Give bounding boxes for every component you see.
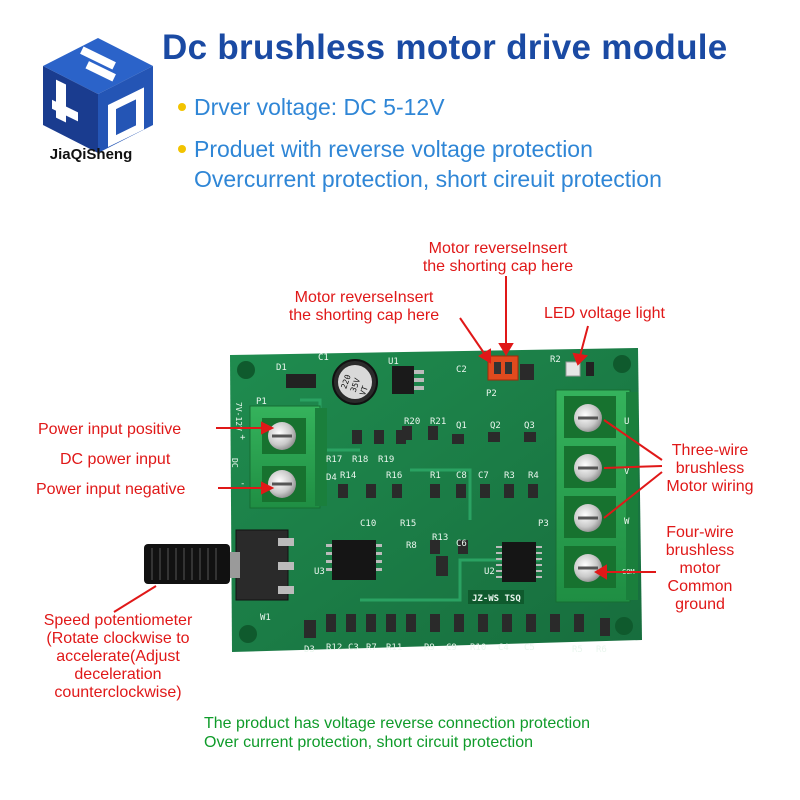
speed-potentiometer <box>144 529 294 601</box>
callout-motor-reverse-left: Motor reverseInsert the shorting cap her… <box>288 289 440 324</box>
svg-text:-: - <box>240 479 245 489</box>
svg-text:W: W <box>624 517 630 527</box>
callout-speed-potentiometer: Speed potentiometer (Rotate clockwise to… <box>43 612 193 701</box>
svg-text:C9: C9 <box>446 643 457 653</box>
svg-text:Q3: Q3 <box>524 421 535 431</box>
svg-text:W1: W1 <box>260 613 271 623</box>
callout-dc-input: DC power input <box>60 451 171 468</box>
svg-text:C2: C2 <box>456 365 467 375</box>
svg-text:R2: R2 <box>550 355 561 365</box>
svg-text:R18: R18 <box>352 455 368 465</box>
svg-text:R3: R3 <box>504 471 515 481</box>
svg-text:R8: R8 <box>406 541 417 551</box>
callout-power-positive: Power input positive <box>38 421 182 438</box>
svg-text:R7: R7 <box>366 643 377 653</box>
svg-text:Q2: Q2 <box>490 421 501 431</box>
ic-u2 <box>496 542 542 582</box>
reverse-jumper <box>487 355 534 381</box>
callout-arrows <box>113 276 663 613</box>
svg-text:R6: R6 <box>596 645 607 655</box>
svg-text:R13: R13 <box>432 533 448 543</box>
voltage-regulator <box>392 366 424 394</box>
svg-text:P3: P3 <box>538 519 549 529</box>
svg-text:R10: R10 <box>470 643 486 653</box>
svg-text:DC: DC <box>230 458 239 468</box>
electrolytic-capacitor: 220 35V VT <box>332 359 378 405</box>
callout-four-wire: Four-wire brushless motor Common ground <box>665 524 735 613</box>
svg-text:R4: R4 <box>528 471 539 481</box>
svg-text:U1: U1 <box>388 357 399 367</box>
svg-text:R11: R11 <box>386 643 402 653</box>
svg-text:R9: R9 <box>424 643 435 653</box>
smd-components <box>304 426 610 638</box>
svg-text:C3: C3 <box>348 643 359 653</box>
svg-text:U: U <box>624 417 629 427</box>
svg-text:C7: C7 <box>478 471 489 481</box>
feature-voltage: Drver voltage: DC 5-12V <box>178 94 445 121</box>
svg-text:C1: C1 <box>318 353 329 363</box>
led-voltage-indicator <box>565 361 594 377</box>
svg-text:R17: R17 <box>326 455 342 465</box>
brand-logo-icon <box>43 38 153 153</box>
svg-text:7V-12V: 7V-12V <box>234 402 243 431</box>
svg-text:V: V <box>624 467 630 477</box>
svg-text:R20: R20 <box>404 417 420 427</box>
callout-power-negative: Power input negative <box>36 481 186 498</box>
svg-text:C10: C10 <box>360 519 376 529</box>
svg-text:U2: U2 <box>484 567 495 577</box>
brand-name: JiaQiSheng <box>49 146 133 163</box>
svg-text:R15: R15 <box>400 519 416 529</box>
diode-d1 <box>286 374 316 388</box>
svg-text:D3: D3 <box>304 645 315 655</box>
svg-text:R1: R1 <box>430 471 441 481</box>
feature-reverse-protection: Produet with reverse voltage protection <box>178 136 593 163</box>
svg-text:C6: C6 <box>456 539 467 549</box>
callout-led-light: LED voltage light <box>544 305 665 322</box>
footer-protection-notes: The product has voltage reverse connecti… <box>204 715 591 751</box>
ic-u3 <box>326 540 382 580</box>
svg-text:R16: R16 <box>386 471 402 481</box>
svg-text:U3: U3 <box>314 567 325 577</box>
svg-text:Q1: Q1 <box>456 421 467 431</box>
board-model-label: JZ-WS TSQ <box>468 590 524 604</box>
svg-text:C4: C4 <box>498 643 509 653</box>
svg-text:R5: R5 <box>572 645 583 655</box>
svg-text:R12: R12 <box>326 643 342 653</box>
bullet-icon <box>178 144 186 153</box>
bullet-icon <box>178 102 186 111</box>
svg-text:+: + <box>240 433 246 443</box>
svg-text:C5: C5 <box>524 643 535 653</box>
svg-text:P1: P1 <box>256 397 267 407</box>
callout-three-wire: Three-wire brushless Motor wiring <box>666 442 754 495</box>
svg-text:R14: R14 <box>340 471 356 481</box>
cap-label-vt: VT <box>358 385 370 397</box>
svg-text:JZ-WS TSQ: JZ-WS TSQ <box>472 594 521 604</box>
svg-text:R19: R19 <box>378 455 394 465</box>
svg-text:D1: D1 <box>276 363 287 373</box>
svg-text:R21: R21 <box>430 417 446 427</box>
svg-text:C8: C8 <box>456 471 467 481</box>
svg-text:P2: P2 <box>486 389 497 399</box>
callout-motor-reverse-top: Motor reverseInsert the shorting cap her… <box>422 240 574 275</box>
feature-overcurrent: Overcurrent protection, short cireuit pr… <box>194 166 662 192</box>
svg-text:D4: D4 <box>326 473 337 483</box>
page-title: Dc brushless motor drive module <box>162 28 728 67</box>
